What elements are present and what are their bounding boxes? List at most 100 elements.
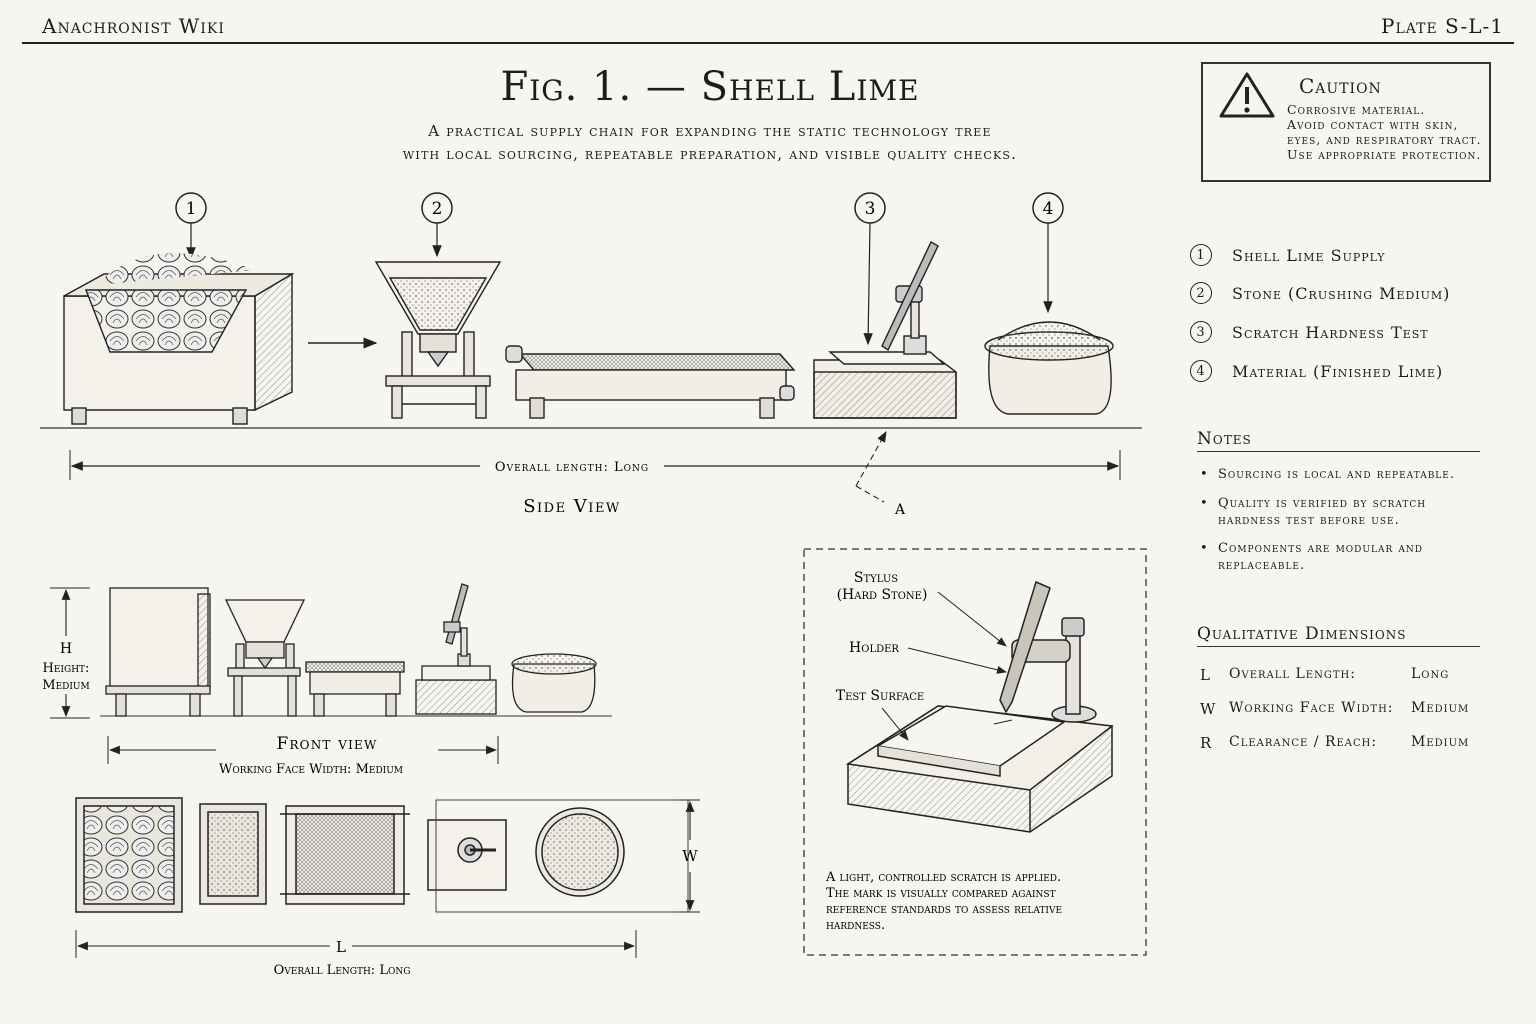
legend-number: 2 <box>1190 282 1212 304</box>
header-rule <box>22 42 1514 44</box>
callout-3: 3 <box>854 192 886 346</box>
dimension-row: L Overall Length: Long <box>1200 666 1490 688</box>
detail-a-frame <box>803 548 1147 956</box>
tray-front <box>305 661 405 717</box>
front-width-caption: Working Face Width: Medium <box>219 762 403 777</box>
stylus-label: Stylus <box>854 570 898 586</box>
notes-heading: Notes <box>1197 429 1480 452</box>
test-surface-label: Test Surface <box>836 688 924 704</box>
length-caption: Overall Length: Long <box>274 963 411 978</box>
length-letter: L <box>336 938 346 956</box>
top-view-outline <box>435 799 689 913</box>
note-text: Sourcing is local and repeatable. <box>1218 467 1455 482</box>
detail-a-pointer: A <box>855 431 906 518</box>
legend-label: Stone (Crushing Medium) <box>1232 283 1451 303</box>
height-dimension: H Height: Medium <box>42 587 90 719</box>
bullet-icon: • <box>1200 467 1209 482</box>
note-item: • Sourcing is local and repeatable. <box>1200 466 1480 483</box>
note-item: • Quality is verified by scratch hardnes… <box>1200 495 1480 529</box>
legend-item-2: 2 Stone (Crushing Medium) <box>1190 279 1450 307</box>
callout-number: 4 <box>1043 199 1054 219</box>
holder-label: Holder <box>849 640 899 656</box>
detail-labels: Stylus (Hard Stone) Holder Test Surface <box>836 570 1007 741</box>
top-length-dimension: L Overall Length: Long <box>75 930 637 978</box>
subtitle-line-1: A practical supply chain for expanding t… <box>428 122 992 140</box>
dimension-label: Clearance / Reach: <box>1229 734 1378 750</box>
screening-tray-side <box>505 345 796 419</box>
caption-line: hardness. <box>826 918 885 933</box>
height-letter: H <box>60 641 72 657</box>
top-width-dimension: W <box>678 799 700 913</box>
dimension-value: Medium <box>1411 734 1470 750</box>
legend-item-3: 3 Scratch Hardness Test <box>1190 318 1429 346</box>
front-view-label: Front view <box>276 734 377 754</box>
legend-number: 1 <box>1190 244 1212 266</box>
caution-line: Avoid contact with skin, <box>1287 117 1459 132</box>
dimension-label: Overall Length: <box>1229 666 1356 682</box>
shell-crate-top <box>75 797 183 913</box>
detail-caption: A light, controlled scratch is applied. … <box>825 870 1062 933</box>
caution-title: Caution <box>1299 74 1382 98</box>
callout-number: 1 <box>186 199 197 219</box>
dimension-value: Medium <box>1411 700 1470 716</box>
lime-sack-side <box>984 321 1114 415</box>
hopper-top <box>199 803 267 905</box>
dimension-row: W Working Face Width: Medium <box>1200 700 1490 722</box>
technical-drawing: 1 2 3 4 <box>40 192 1147 978</box>
shell-crate-front <box>105 587 211 717</box>
note-text: Quality is verified by scratch hardness … <box>1218 496 1427 528</box>
width-letter: W <box>682 847 698 865</box>
warning-icon <box>1219 72 1275 118</box>
caution-text: Corrosive material. Avoid contact with s… <box>1287 102 1487 162</box>
front-width-dimension: Front view Working Face Width: Medium <box>107 734 499 777</box>
caption-line: reference standards to assess relative <box>826 902 1062 917</box>
dimension-value: Long <box>1411 666 1450 682</box>
caution-line: Corrosive material. <box>1287 102 1426 117</box>
bullet-icon: • <box>1200 496 1209 511</box>
hopper-front <box>224 599 306 717</box>
legend-label: Material (Finished Lime) <box>1232 361 1444 381</box>
subtitle-line-2: with local sourcing, repeatable preparat… <box>402 145 1018 163</box>
note-item: • Components are modular and replaceable… <box>1200 540 1480 574</box>
overall-length-dimension: Overall length: Long <box>69 450 1121 480</box>
legend-number: 3 <box>1190 321 1212 343</box>
dimensions-heading: Qualitative Dimensions <box>1197 624 1480 647</box>
scratch-test-top <box>427 819 507 891</box>
legend-number: 4 <box>1190 360 1212 382</box>
height-caption: Medium <box>42 678 89 693</box>
legend-label: Scratch Hardness Test <box>1232 322 1429 342</box>
stylus-label: (Hard Stone) <box>837 587 928 603</box>
plate-number: Plate S-L-1 <box>1381 14 1504 38</box>
dimension-row: R Clearance / Reach: Medium <box>1200 734 1490 756</box>
caution-box: Caution Corrosive material. Avoid contac… <box>1201 62 1491 182</box>
dimension-key: R <box>1200 734 1213 752</box>
caption-line: A light, controlled scratch is applied. <box>825 870 1061 885</box>
shell-crate-side <box>63 253 295 425</box>
dimension-key: L <box>1200 666 1211 684</box>
height-caption: Height: <box>43 661 90 676</box>
scratch-test-side <box>813 241 957 419</box>
callout-2: 2 <box>421 192 453 258</box>
caution-line: eyes, and respiratory tract. <box>1287 132 1482 147</box>
legend-item-4: 4 Material (Finished Lime) <box>1190 357 1443 385</box>
legend-item-1: 1 Shell Lime Supply <box>1190 241 1386 269</box>
callout-number: 2 <box>432 199 443 219</box>
bullet-icon: • <box>1200 541 1209 556</box>
caption-line: The mark is visually compared against <box>826 886 1056 901</box>
callout-4: 4 <box>1032 192 1064 314</box>
lime-sack-top <box>535 807 625 897</box>
hopper-crusher-side <box>374 261 502 419</box>
side-view-label: Side View <box>523 496 621 517</box>
overall-length-label: Overall length: Long <box>495 460 649 475</box>
page-title: Fig. 1. — Shell Lime <box>500 64 920 110</box>
caution-line: Use appropriate protection. <box>1287 147 1482 162</box>
callout-1: 1 <box>175 192 207 260</box>
tray-top <box>280 805 410 905</box>
dimension-label: Working Face Width: <box>1229 700 1394 716</box>
scratch-test-front <box>415 583 497 715</box>
site-name[interactable]: Anachronist Wiki <box>42 14 225 38</box>
callout-number: 3 <box>865 199 876 219</box>
detail-scratch-test <box>845 580 1114 833</box>
lime-sack-front <box>511 653 597 713</box>
detail-marker: A <box>894 502 906 518</box>
